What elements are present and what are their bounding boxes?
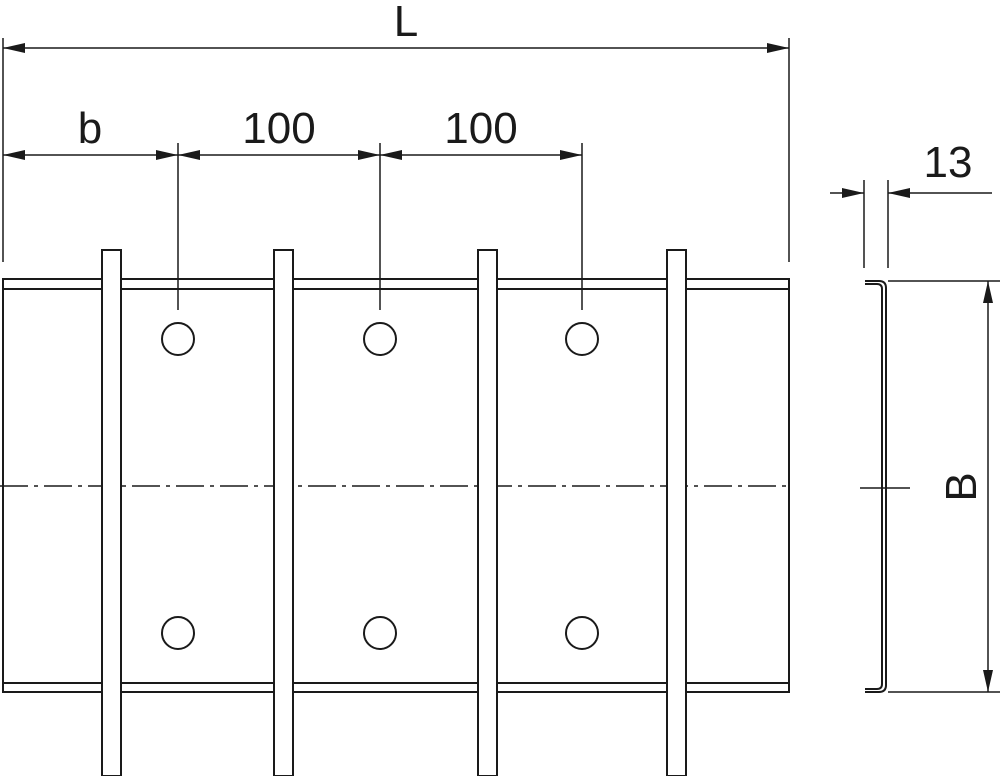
arrowhead <box>3 150 25 160</box>
dimension-l: L <box>2 0 790 262</box>
arrowhead <box>767 43 789 53</box>
arrowhead <box>3 43 25 53</box>
arrowhead <box>983 281 993 303</box>
arrowhead <box>358 150 380 160</box>
dimension-label-pitch-2: 100 <box>444 104 517 153</box>
arrowhead <box>178 150 200 160</box>
dimension-label-13: 13 <box>924 138 973 187</box>
hole-bottom-3 <box>565 616 599 650</box>
holes <box>161 322 599 650</box>
dimension-label-pitch-1: 100 <box>242 104 315 153</box>
hole-top-2 <box>363 322 397 356</box>
arrowhead <box>560 150 582 160</box>
dimension-b-width: B <box>888 280 1000 693</box>
dimension-label-l: L <box>394 0 418 46</box>
arrowhead <box>888 188 910 198</box>
profile-inner <box>865 283 883 690</box>
hole-bottom-1 <box>161 616 195 650</box>
hole-top-3 <box>565 322 599 356</box>
profile-outer <box>865 280 887 693</box>
hole-top-1 <box>161 322 195 356</box>
dimension-hole-pitch: b 100 100 <box>3 104 583 310</box>
vertical-bar-2 <box>273 249 294 776</box>
vertical-bars <box>101 249 687 776</box>
vertical-bar-4 <box>666 249 687 776</box>
vertical-bar-3 <box>477 249 498 776</box>
vertical-bar-1 <box>101 249 122 776</box>
dimension-label-b-width: B <box>937 472 986 501</box>
arrowhead <box>983 670 993 692</box>
arrowhead <box>842 188 864 198</box>
dimension-13: 13 <box>830 138 992 268</box>
dimension-label-b: b <box>78 104 102 153</box>
hole-bottom-2 <box>363 616 397 650</box>
arrowhead <box>156 150 178 160</box>
side-view-profile <box>860 280 910 693</box>
arrowhead <box>380 150 402 160</box>
